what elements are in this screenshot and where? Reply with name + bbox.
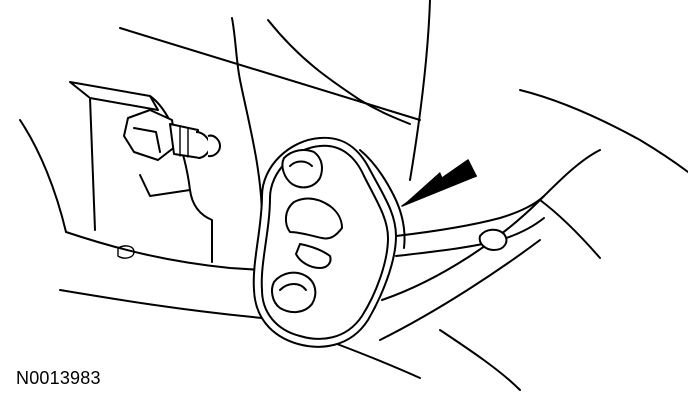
stud-nut	[123, 109, 221, 161]
figure-reference-code: N0013983	[16, 368, 101, 388]
body-panel-lines	[19, 0, 688, 391]
mounting-bracket	[69, 81, 213, 263]
hanger-rod	[395, 195, 545, 257]
rubber-isolator	[252, 136, 406, 348]
callout-arrow-icon	[401, 159, 477, 207]
